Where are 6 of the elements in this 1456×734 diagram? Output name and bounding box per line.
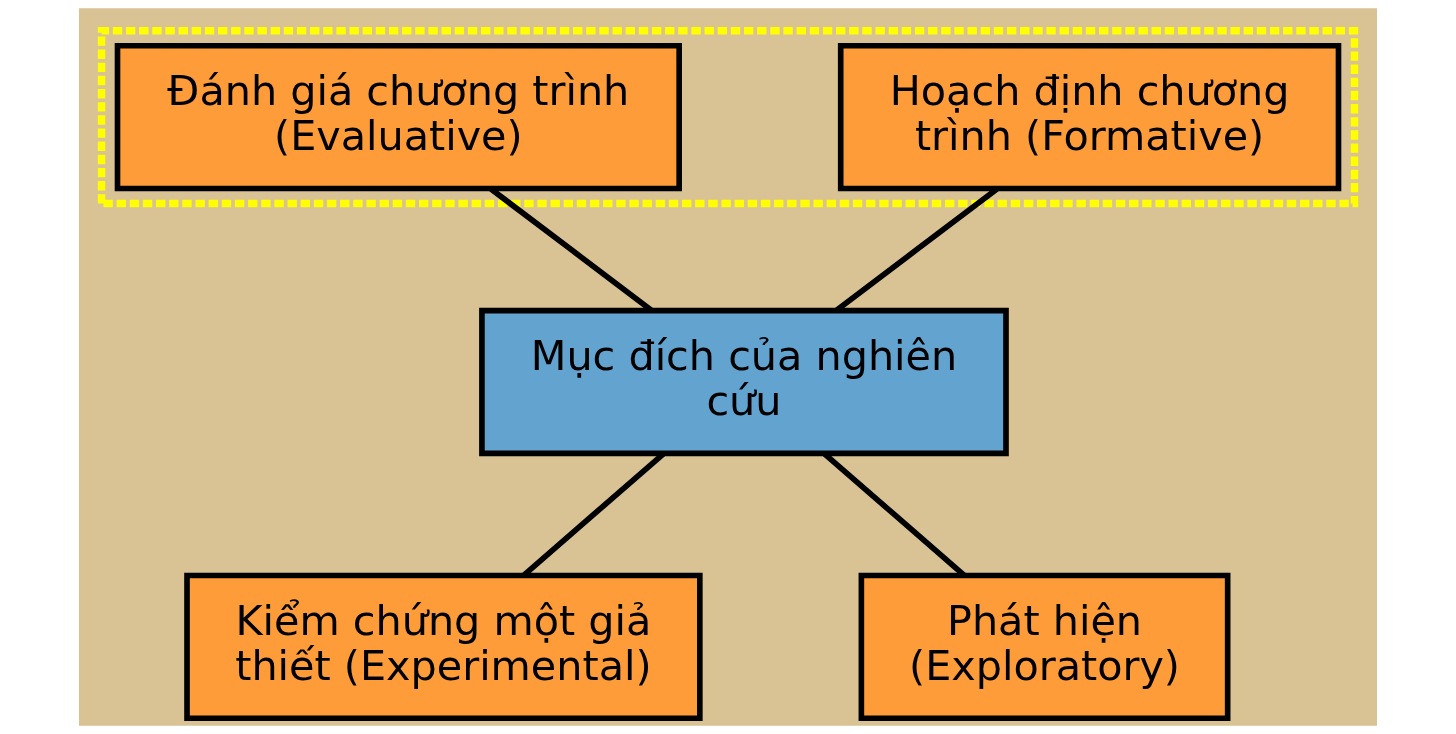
node-box: Kiểm chứng một giả thiết (Experimental) bbox=[184, 572, 703, 722]
node-box: Mục đích của nghiên cứu bbox=[479, 307, 1009, 457]
node-box: Hoạch định chương trình (Formative) bbox=[837, 42, 1342, 192]
node-box: Đánh giá chương trình (Evaluative) bbox=[114, 42, 682, 192]
node-box: Phát hiện (Exploratory) bbox=[858, 572, 1231, 722]
cluster bbox=[97, 27, 1359, 208]
